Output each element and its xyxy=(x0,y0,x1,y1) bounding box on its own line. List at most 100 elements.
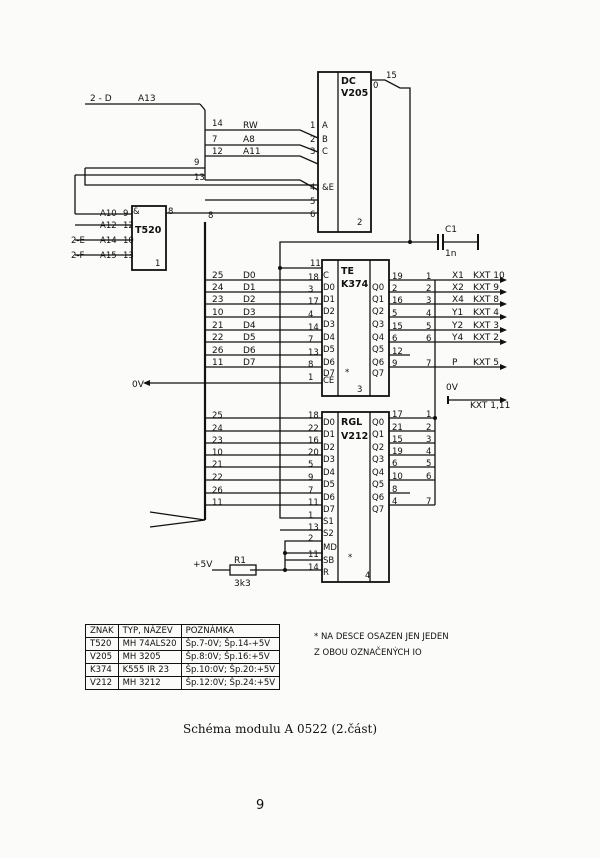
svg-text:15: 15 xyxy=(392,322,403,332)
svg-text:5: 5 xyxy=(426,459,431,469)
svg-text:22: 22 xyxy=(308,424,319,434)
svg-text:4: 4 xyxy=(365,571,370,581)
svg-text:11: 11 xyxy=(308,550,319,560)
svg-text:17: 17 xyxy=(308,297,319,307)
net-kxt11: KXT 1,11 xyxy=(470,401,510,411)
svg-text:D7: D7 xyxy=(323,369,335,379)
legend-row: T520 MH 74ALS20 Šp.7-0V; Šp.14-+5V xyxy=(85,637,281,651)
rgl-type: V212 xyxy=(341,431,368,442)
te-input-signal: D5 xyxy=(243,333,256,343)
svg-text:15: 15 xyxy=(392,435,403,445)
te-bus-pin: 25 xyxy=(212,271,223,281)
svg-text:15: 15 xyxy=(386,71,397,81)
svg-text:Q2: Q2 xyxy=(372,443,384,453)
svg-text:D2: D2 xyxy=(323,307,335,317)
legend-header-znak: ZNAK xyxy=(85,624,119,638)
svg-text:21: 21 xyxy=(212,460,223,470)
svg-text:10: 10 xyxy=(123,236,134,246)
te-output-net: KXT 8 xyxy=(473,295,499,305)
svg-text:SB: SB xyxy=(323,556,334,566)
svg-text:*: * xyxy=(348,553,352,563)
svg-text:D6: D6 xyxy=(323,493,335,503)
svg-text:7: 7 xyxy=(426,497,431,507)
svg-text:D3: D3 xyxy=(323,455,335,465)
dc-name: DC xyxy=(341,76,356,87)
svg-text:1: 1 xyxy=(426,272,431,282)
svg-text:D1: D1 xyxy=(323,295,335,305)
svg-text:7: 7 xyxy=(308,486,313,496)
te-output-signal: P xyxy=(452,358,458,368)
svg-text:2: 2 xyxy=(308,534,313,544)
svg-text:16: 16 xyxy=(392,296,403,306)
svg-text:23: 23 xyxy=(212,436,223,446)
legend-row: K374 K555 IR 23 Šp.10:0V; Šp.20:+5V xyxy=(85,663,281,677)
page-number: 9 xyxy=(256,798,265,813)
svg-text:D1: D1 xyxy=(323,430,335,440)
te-output-signal: X2 xyxy=(452,283,464,293)
te-input-signal: D6 xyxy=(243,346,256,356)
svg-text:2: 2 xyxy=(357,218,362,228)
te-bus-pin: 24 xyxy=(212,283,224,293)
svg-text:Q0: Q0 xyxy=(372,283,384,293)
svg-text:3: 3 xyxy=(357,385,362,395)
svg-text:5: 5 xyxy=(310,197,315,207)
svg-text:Q7: Q7 xyxy=(372,369,384,379)
svg-text:20: 20 xyxy=(308,448,319,458)
c1-value: 1n xyxy=(445,249,456,259)
te-bus-pin: 21 xyxy=(212,321,223,331)
svg-text:Q4: Q4 xyxy=(372,333,384,343)
svg-text:1: 1 xyxy=(308,511,313,521)
c1-name: C1 xyxy=(445,225,457,235)
te-bus-pin: 11 xyxy=(212,358,223,368)
svg-text:8: 8 xyxy=(168,207,173,217)
svg-text:2: 2 xyxy=(392,284,397,294)
svg-text:2: 2 xyxy=(426,284,431,294)
svg-text:D3: D3 xyxy=(323,320,335,330)
svg-text:D5: D5 xyxy=(323,480,335,490)
svg-text:11: 11 xyxy=(212,498,223,508)
svg-text:D4: D4 xyxy=(323,333,335,343)
legend-cell: Šp.12:0V; Šp.24:+5V xyxy=(180,676,281,690)
te-output-net: KXT 3 xyxy=(473,321,499,331)
net-2f: 2-F xyxy=(71,251,84,261)
svg-text:9: 9 xyxy=(392,359,397,369)
te-output-net: KXT 9 xyxy=(473,283,499,293)
svg-text:D7: D7 xyxy=(323,505,335,515)
svg-text:22: 22 xyxy=(212,473,223,483)
svg-text:3: 3 xyxy=(426,296,431,306)
te-output-net: KXT 2 xyxy=(473,333,499,343)
svg-text:1: 1 xyxy=(426,410,431,420)
te-input-signal: D0 xyxy=(243,271,256,281)
svg-text:D0: D0 xyxy=(323,418,335,428)
svg-text:3: 3 xyxy=(310,147,315,157)
net-a8: A8 xyxy=(243,135,255,145)
svg-text:6: 6 xyxy=(392,459,397,469)
svg-text:6: 6 xyxy=(426,334,431,344)
svg-text:14: 14 xyxy=(212,119,223,129)
svg-text:13: 13 xyxy=(123,251,134,261)
svg-text:Q3: Q3 xyxy=(372,320,384,330)
vcc-label: +5V xyxy=(193,560,213,570)
note-line-1: * NA DESCE OSAZEN JEN JEDEN xyxy=(314,632,449,642)
te-output-signal: Y4 xyxy=(451,333,463,343)
net-a12: A12 xyxy=(100,221,117,231)
svg-text:5: 5 xyxy=(392,309,397,319)
svg-text:18: 18 xyxy=(308,273,319,283)
te-name: TE xyxy=(341,266,354,277)
legend-header-typ: TYP, NÁZEV xyxy=(117,624,182,638)
svg-text:1: 1 xyxy=(308,373,313,383)
legend-cell: MH 3212 xyxy=(117,676,182,690)
svg-text:12: 12 xyxy=(392,347,403,357)
svg-text:4: 4 xyxy=(426,447,431,457)
svg-text:S1: S1 xyxy=(323,517,334,527)
te-bus-pin: 26 xyxy=(212,346,224,356)
legend-cell: Šp.10:0V; Šp.20:+5V xyxy=(180,663,281,677)
svg-text:B: B xyxy=(322,135,328,145)
net-rw: RW xyxy=(243,121,258,131)
r1-name: R1 xyxy=(234,556,246,566)
svg-text:Q5: Q5 xyxy=(372,345,384,355)
svg-text:&E: &E xyxy=(322,183,334,193)
svg-text:6: 6 xyxy=(392,334,397,344)
svg-text:Q0: Q0 xyxy=(372,418,384,428)
